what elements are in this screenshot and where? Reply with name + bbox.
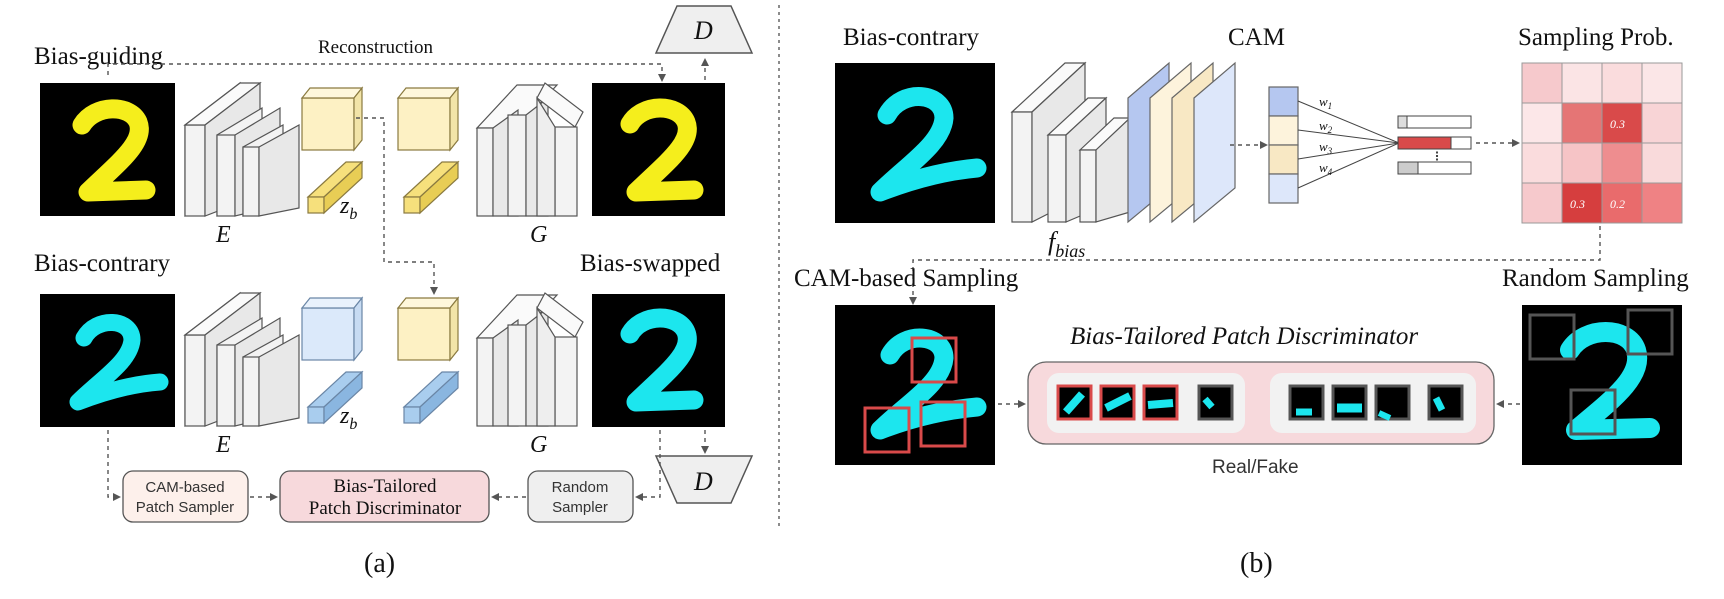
discriminator-bottom: D	[654, 455, 754, 504]
image-bias-contrary-a	[40, 294, 175, 427]
label-reconstruction: Reconstruction	[318, 37, 434, 58]
arrow-latent-swap	[356, 117, 438, 295]
heatmap-value-r3c2: 0.2	[1610, 197, 1625, 211]
arrow-reconstruction	[107, 63, 666, 82]
sampling-prob-heatmap	[1521, 62, 1683, 224]
feature-maps	[1127, 61, 1236, 224]
label-bias-contrary-a: Bias-contrary	[34, 250, 171, 277]
arrow-heatmap-to-cam-sampling	[909, 226, 1601, 305]
generator-top	[475, 82, 584, 217]
label-zb-bottom: zb	[339, 403, 357, 433]
image-bias-swapped	[592, 294, 725, 427]
latent-cube-blue	[300, 296, 364, 362]
box-random-sampler: Random Sampler	[527, 470, 634, 523]
label-generator-top: G	[530, 222, 547, 248]
label-encoder-top: E	[215, 222, 231, 248]
box-patch-discriminator-a: Bias-Tailored Patch Discriminator	[279, 470, 490, 523]
label-bias-contrary-b: Bias-contrary	[843, 24, 980, 51]
label-cam: CAM	[1228, 24, 1285, 51]
heatmap-value-r1c2: 0.3	[1610, 117, 1625, 131]
image-reconstruction	[592, 83, 725, 216]
arrow-contrary-to-cam-sampler	[107, 430, 121, 501]
svg-text:Sampler: Sampler	[552, 499, 608, 516]
weight-w1: w1	[1319, 94, 1332, 111]
label-discriminator-top: D	[693, 16, 713, 45]
encoder-top	[183, 81, 300, 217]
panel-b: Bias-contrary fbias CAM	[794, 24, 1689, 579]
label-bias-guiding: Bias-guiding	[34, 43, 164, 70]
latent-cube-yellow-swapped	[396, 296, 460, 362]
box-patch-discriminator-b	[1027, 361, 1495, 445]
svg-text:Bias-Tailored: Bias-Tailored	[333, 476, 437, 497]
svg-text:⋮: ⋮	[1432, 151, 1442, 162]
arrow-swapped-to-random-sampler	[635, 430, 661, 501]
latent-bar-yellow-top	[306, 160, 364, 215]
svg-text:CAM-based: CAM-based	[145, 479, 224, 496]
cam-patches	[1056, 384, 1179, 421]
label-encoder-bottom: E	[215, 432, 231, 458]
box-cam-patch-sampler: CAM-based Patch Sampler	[122, 470, 249, 523]
discriminator-top: D	[654, 5, 754, 54]
caption-b: (b)	[1240, 548, 1273, 579]
label-patch-disc-title: Bias-Tailored Patch Discriminator	[1070, 323, 1418, 350]
image-bias-contrary-b	[835, 63, 995, 223]
label-bias-swapped: Bias-swapped	[580, 250, 721, 277]
cam-patch-boxes	[863, 336, 967, 454]
latent-bar-yellow-mid	[402, 160, 460, 215]
panel-a: Bias-guiding E zb	[34, 5, 754, 579]
latent-cube-yellow-mid	[396, 86, 460, 152]
random-patch-boxes	[1528, 308, 1674, 436]
gap-vector	[1268, 86, 1299, 204]
svg-text:Patch Sampler: Patch Sampler	[136, 499, 234, 516]
class-scores: ⋮	[1397, 115, 1472, 175]
label-cam-sampling: CAM-based Sampling	[794, 265, 1019, 292]
image-bias-guiding	[40, 83, 175, 216]
cam-weight-lines	[1297, 100, 1400, 189]
image-random-sampling	[1522, 305, 1682, 465]
encoder-bottom	[183, 291, 300, 427]
latent-cube-yellow-top	[300, 86, 364, 152]
label-zb-top: zb	[339, 193, 357, 223]
heatmap-value-r3c1: 0.3	[1570, 197, 1585, 211]
label-discriminator-bottom: D	[693, 467, 713, 496]
label-random-sampling: Random Sampling	[1502, 265, 1689, 292]
label-generator-bottom: G	[530, 432, 547, 458]
latent-bar-blue-swapped	[402, 370, 460, 425]
image-cam-sampling	[835, 305, 995, 465]
latent-bar-blue	[306, 370, 364, 425]
cam-patch-gray	[1197, 384, 1234, 421]
label-f-bias: fbias	[1048, 227, 1085, 261]
label-sampling-prob: Sampling Prob.	[1518, 24, 1674, 51]
weight-w3: w3	[1319, 139, 1333, 156]
weight-w2: w2	[1319, 118, 1333, 135]
caption-a: (a)	[364, 548, 395, 579]
label-real-fake: Real/Fake	[1212, 457, 1299, 478]
random-patches	[1288, 384, 1464, 421]
svg-text:Patch Discriminator: Patch Discriminator	[309, 498, 462, 519]
svg-text:Random: Random	[552, 479, 609, 496]
weight-w4: w4	[1319, 160, 1333, 177]
generator-bottom	[475, 292, 584, 427]
bias-feature-extractor	[1010, 61, 1132, 223]
